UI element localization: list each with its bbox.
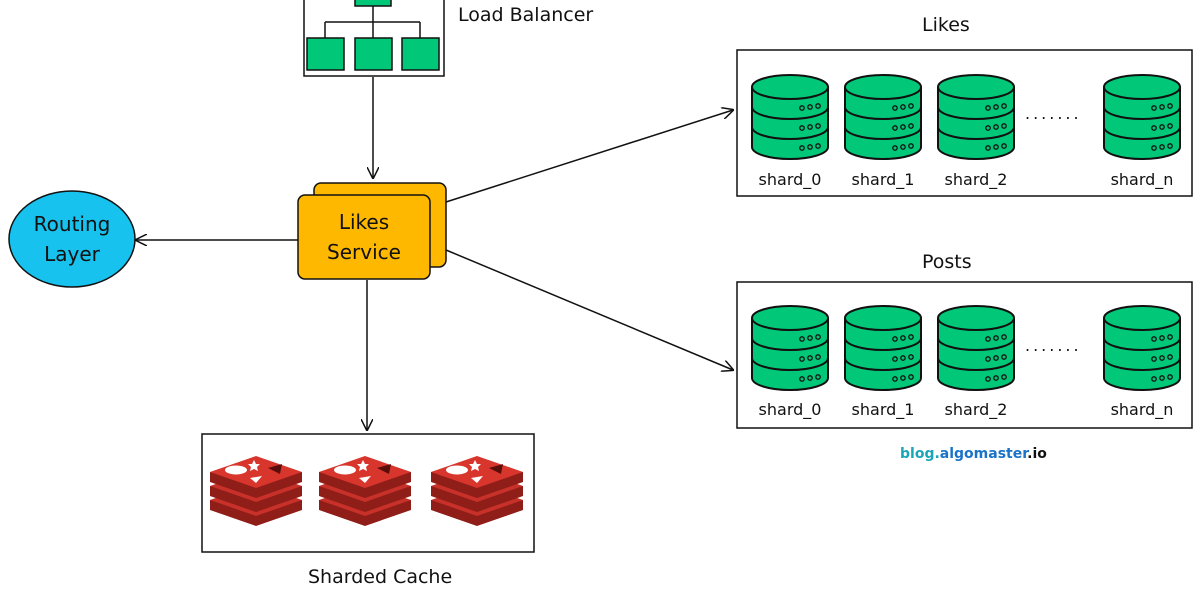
database-icon <box>751 74 829 160</box>
likes-shard-label: shard_2 <box>944 170 1008 189</box>
posts-shard-label: shard_0 <box>758 400 822 419</box>
routing-layer-line1: Routing <box>33 212 111 236</box>
load-balancer-label: Load Balancer <box>458 4 594 26</box>
posts-db-title: Posts <box>922 251 972 273</box>
posts-shard-label: shard_n <box>1110 400 1174 419</box>
database-icon <box>1103 305 1181 391</box>
likes-db-shards <box>751 74 1181 160</box>
posts-shard-ellipsis: ....... <box>1025 336 1082 355</box>
branding-part2: algomaster <box>939 446 1028 462</box>
database-icon <box>844 305 922 391</box>
likes-service-line1: Likes <box>338 210 390 234</box>
likes-service-node <box>297 182 447 280</box>
sharded-cache-label: Sharded Cache <box>308 566 453 588</box>
posts-shard-label: shard_2 <box>944 400 1008 419</box>
database-icon <box>1103 74 1181 160</box>
database-icon <box>937 305 1015 391</box>
cache-nodes <box>210 456 523 526</box>
routing-layer-line2: Layer <box>44 242 100 266</box>
likes-shard-label: shard_1 <box>851 170 915 189</box>
database-icon <box>844 74 922 160</box>
likes-service-line2: Service <box>327 240 401 264</box>
branding-part3: .io <box>1027 446 1047 462</box>
likes-db-title: Likes <box>922 14 970 36</box>
posts-db-shards <box>751 305 1181 391</box>
database-icon <box>937 74 1015 160</box>
routing-layer-label: Routing Layer <box>9 209 135 269</box>
likes-shard-ellipsis: ....... <box>1025 104 1082 123</box>
branding-text: blog.algomaster.io <box>900 446 1047 462</box>
likes-shard-label: shard_0 <box>758 170 822 189</box>
branding-part1: blog. <box>900 446 940 462</box>
database-icon <box>751 305 829 391</box>
arrow-service-to-posts <box>445 249 733 370</box>
likes-service-label: Likes Service <box>298 207 430 267</box>
posts-shard-label: shard_1 <box>851 400 915 419</box>
likes-shard-label: shard_n <box>1110 170 1174 189</box>
arrow-service-to-likes <box>445 110 733 203</box>
routing-layer-node <box>8 190 136 288</box>
load-balancer-icon <box>303 0 445 77</box>
connector-arrows <box>136 77 733 430</box>
